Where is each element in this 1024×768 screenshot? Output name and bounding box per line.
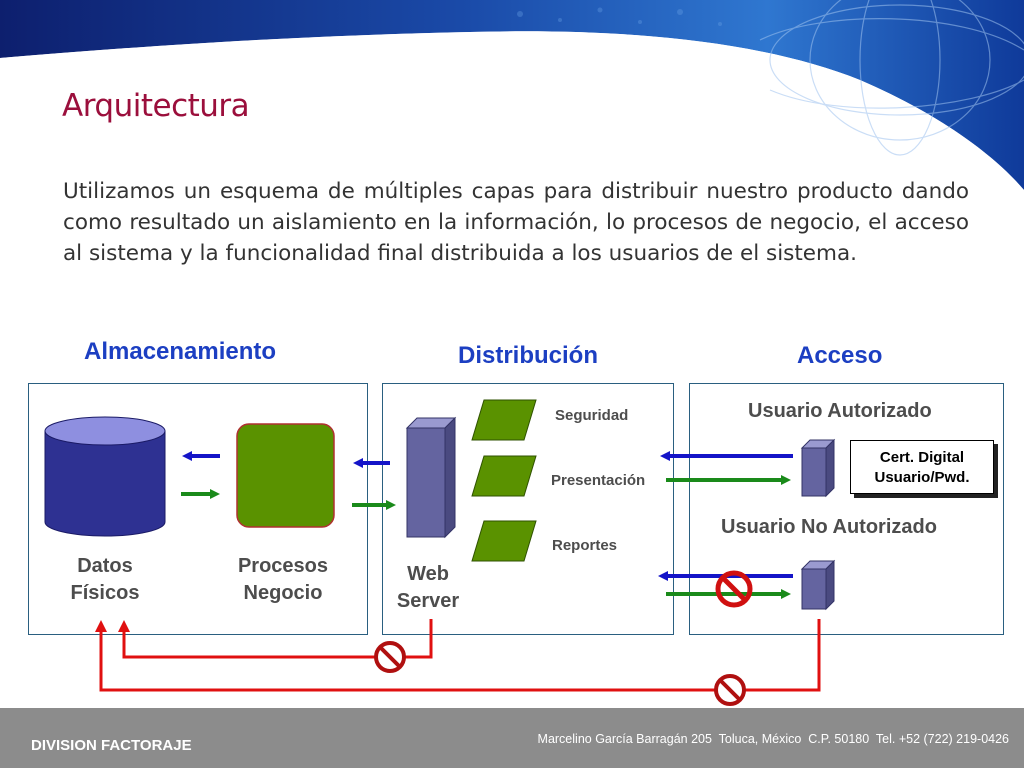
column-heading-distribution: Distribución [458,342,599,369]
denied-path-webserver [118,619,433,659]
label-reportes: Reportes [552,537,618,554]
server-icon [405,416,457,539]
process-icon [236,423,335,528]
cert-digital-callout: Cert. Digital Usuario/Pwd. [850,440,994,494]
column-heading-access: Acceso [797,342,883,369]
no-entry-icon [714,674,746,706]
authorized-user-terminal-icon [800,438,836,498]
label-datos-fisicos: Datos Físicos [70,555,140,604]
module-icon-seguridad [471,399,537,441]
label-usuario-no-autorizado: Usuario No Autorizado [721,516,937,538]
label-procesos-negocio: Procesos Negocio [237,555,329,604]
header-banner [0,0,1024,200]
denied-path-unauthorized-user [95,619,821,692]
label-presentacion: Presentación [551,472,646,489]
slide-body-text: Utilizamos un esquema de múltiples capas… [63,179,969,266]
footer-bar: DIVISION FACTORAJE Marcelino García Barr… [0,708,1024,768]
label-seguridad: Seguridad [555,407,629,424]
module-icon-presentacion [471,455,537,497]
unauthorized-user-terminal-icon [800,559,836,611]
database-icon [44,416,166,537]
footer-address: Marcelino García Barragán 205 Toluca, Mé… [537,732,1009,746]
label-usuario-autorizado: Usuario Autorizado [748,400,932,422]
no-entry-icon [374,641,406,673]
slide-title: Arquitectura [62,88,250,124]
module-icon-reportes [471,520,537,562]
label-web-server: Web Server [396,563,460,612]
no-entry-icon [715,570,753,608]
column-heading-storage: Almacenamiento [84,338,277,365]
footer-division: DIVISION FACTORAJE [31,737,192,754]
